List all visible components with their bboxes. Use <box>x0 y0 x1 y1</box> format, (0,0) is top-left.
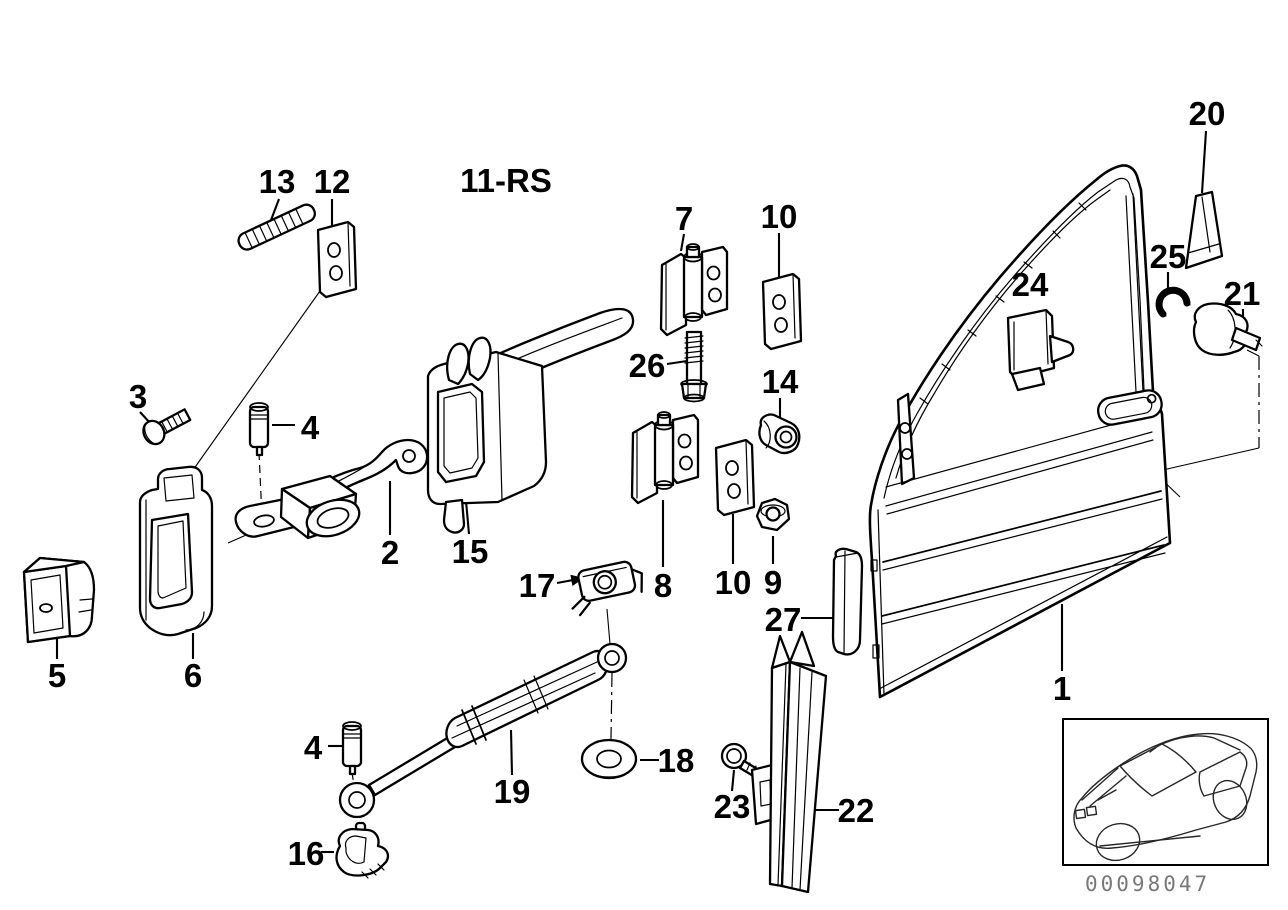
part-3-screw-drawing <box>142 408 192 446</box>
part-15-check-housing-drawing <box>426 307 635 534</box>
construction-line <box>175 290 321 495</box>
callout-21: 21 <box>1224 275 1261 312</box>
callout-9: 9 <box>764 564 782 601</box>
part-25-clip-drawing <box>1155 286 1191 318</box>
leader-line <box>1200 130 1208 194</box>
construction-line <box>1246 349 1260 357</box>
callout-16: 16 <box>288 835 325 872</box>
callout-7: 7 <box>675 200 693 237</box>
part-7-hinge-drawing <box>659 242 729 337</box>
callout-12: 12 <box>314 163 351 200</box>
leader-line <box>679 233 686 252</box>
part-17-clip-nut-drawing <box>571 560 643 617</box>
part-1-front-door-drawing <box>868 164 1172 699</box>
part-21-grommet-drawing <box>1192 302 1263 356</box>
callout-2: 2 <box>381 534 399 571</box>
part-4-lower-pin-drawing <box>341 720 363 776</box>
callout-10-lower: 10 <box>715 564 752 601</box>
part-19-gas-strut-drawing <box>338 642 628 819</box>
part-6-bracket-drawing <box>138 465 214 637</box>
callout-11-rs: 11-RS <box>460 162 552 199</box>
part-27-cover-drawing <box>831 547 864 656</box>
callout-17: 17 <box>519 567 556 604</box>
callout-1: 1 <box>1053 670 1071 707</box>
part-4-upper-pin-drawing <box>248 401 270 457</box>
part-10-lower-plate-drawing <box>714 438 756 517</box>
part-18-washer-drawing <box>580 738 638 780</box>
vehicle-thumbnail <box>1062 718 1269 866</box>
construction-line <box>1153 447 1260 473</box>
callout-14: 14 <box>762 363 799 400</box>
callout-24: 24 <box>1012 266 1049 303</box>
callout-4-lower: 4 <box>304 729 323 766</box>
leader-line <box>509 729 514 776</box>
leader-line <box>730 769 736 792</box>
part-9-nut-drawing <box>755 497 791 532</box>
callout-15: 15 <box>452 533 489 570</box>
construction-line <box>610 672 613 740</box>
image-number-text: 00098047 <box>1085 872 1210 896</box>
leader-line <box>666 359 688 366</box>
callout-13: 13 <box>259 163 296 200</box>
callout-4-upper: 4 <box>301 409 320 446</box>
callout-6: 6 <box>184 657 202 694</box>
callout-3: 3 <box>129 378 147 415</box>
callout-10-upper: 10 <box>761 198 798 235</box>
part-20-wedge-drawing <box>1184 190 1224 270</box>
callout-5: 5 <box>48 657 66 694</box>
callout-18: 18 <box>658 742 695 779</box>
part-5-buffer-drawing <box>22 556 96 644</box>
callout-23: 23 <box>714 788 751 825</box>
callout-8: 8 <box>654 567 672 604</box>
part-2-check-strap-drawing <box>234 438 429 540</box>
callout-20: 20 <box>1189 95 1226 132</box>
part-10-upper-plate-drawing <box>761 272 803 351</box>
callout-27: 27 <box>765 601 802 638</box>
part-8-hinge-drawing <box>630 410 700 505</box>
leader-line <box>464 500 471 535</box>
callout-25: 25 <box>1150 238 1187 275</box>
part-24-bracket-drawing <box>1006 308 1075 392</box>
part-13-stud-drawing <box>237 203 316 251</box>
part-22-guide-channel-drawing <box>750 630 828 894</box>
construction-line <box>606 608 611 645</box>
part-16-clip-drawing <box>335 821 390 879</box>
callout-22: 22 <box>838 792 875 829</box>
part-14-bushing-drawing <box>758 413 801 455</box>
part-26-bolt-drawing <box>680 330 708 403</box>
part-12-plate-drawing <box>316 220 358 299</box>
callout-19: 19 <box>494 773 531 810</box>
callout-26: 26 <box>629 347 666 384</box>
